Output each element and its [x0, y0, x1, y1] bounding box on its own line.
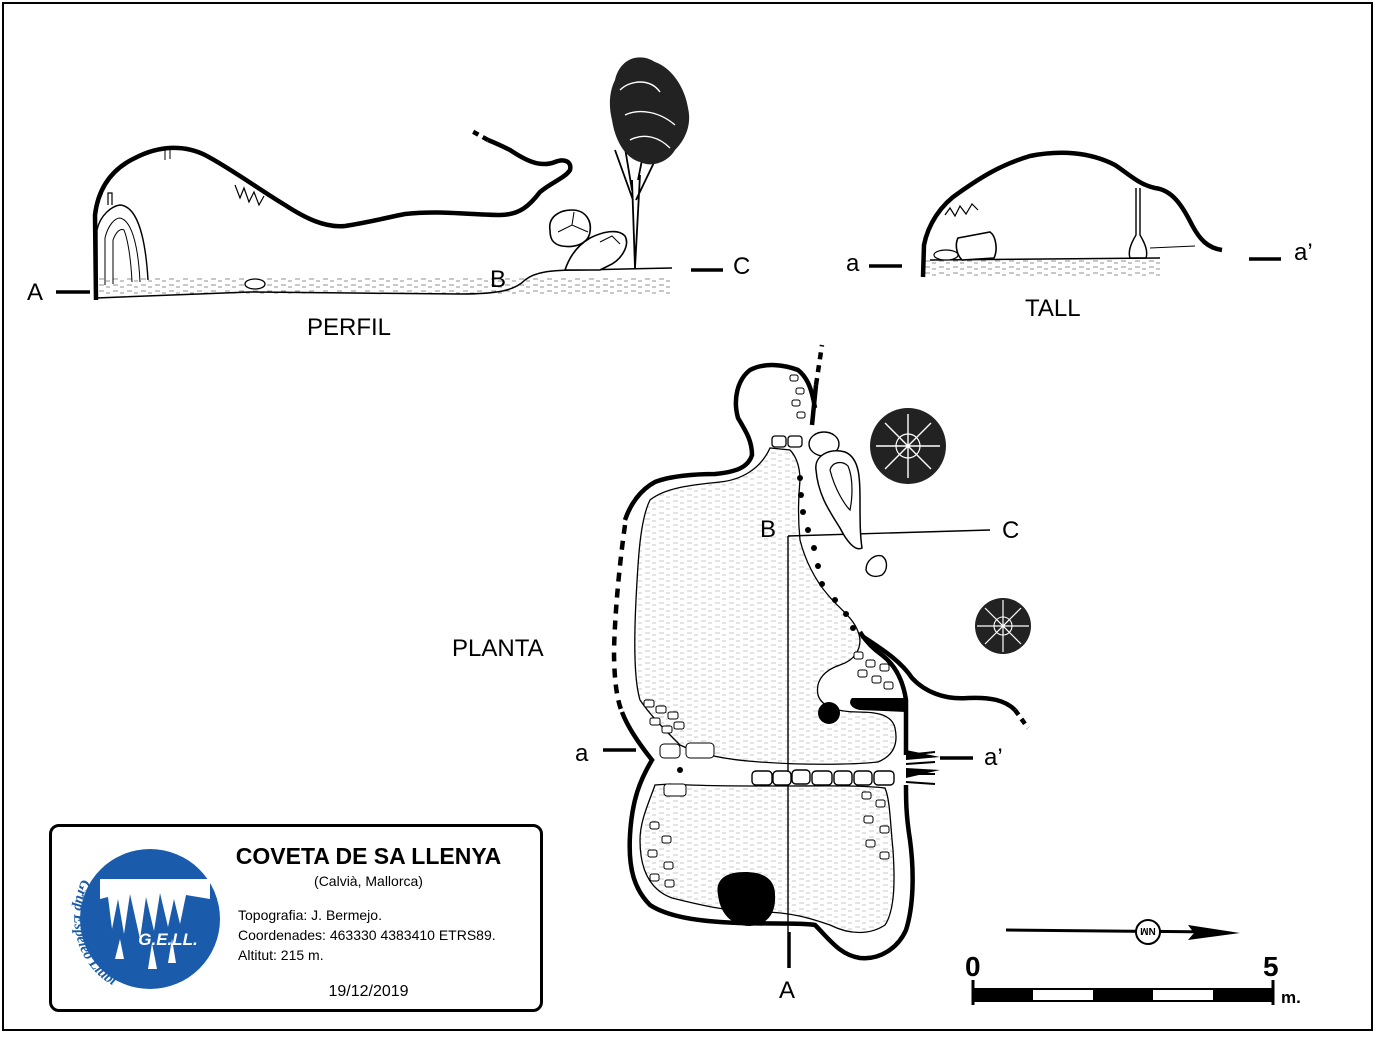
plan-title: PLANTA	[452, 635, 544, 662]
profile-label-C: C	[733, 253, 750, 280]
scale-unit: m.	[1281, 988, 1301, 1007]
coordinates: Coordenades: 463330 4383410 ETRS89.	[238, 927, 496, 943]
profile-label-B: B	[490, 266, 506, 293]
scale-start: 0	[965, 951, 981, 982]
profile-roof-outline	[92, 137, 573, 301]
profile-floor-line	[95, 267, 673, 299]
profile-boulder	[548, 209, 592, 248]
scale-end: 5	[1263, 951, 1279, 982]
north-arrow: NM	[1005, 919, 1240, 945]
profile-label-A: A	[27, 279, 43, 306]
plan-dotted-line	[677, 475, 856, 773]
plan-label-a-prime: a’	[984, 744, 1003, 771]
title-block: G.E.LL. Grup Espeleo Llubí COVETA DE SA …	[49, 824, 543, 1012]
tree-canopy-icon	[870, 408, 946, 484]
survey-date: 19/12/2019	[328, 983, 409, 1000]
cave-location: (Calvià, Mallorca)	[314, 873, 423, 889]
altitude: Altitut: 215 m.	[238, 947, 324, 963]
plan-outer-wall-dashed	[611, 524, 628, 713]
cross-section: a a’ TALL	[846, 150, 1313, 322]
profile-flowstone	[96, 204, 149, 285]
logo-acronym: G.E.LL.	[138, 930, 198, 949]
plan-section: B C a a’ A PLANTA	[452, 344, 1031, 1004]
survey-author: Topografia: J. Bermejo.	[238, 907, 382, 923]
gell-logo: G.E.LL. Grup Espeleo Llubí	[70, 849, 220, 990]
profile-dashed-roof	[468, 128, 490, 142]
cross-section-outline	[920, 150, 1223, 278]
cross-section-title: TALL	[1025, 295, 1081, 322]
scale-bar: 0 5 m.	[965, 951, 1301, 1007]
profile-title: PERFIL	[307, 314, 391, 341]
profile-section: A B C PERFIL	[27, 57, 750, 341]
tree-icon	[609, 57, 690, 269]
plan-outer-wall-left	[622, 362, 818, 521]
tree-canopy-icon	[975, 598, 1031, 654]
cave-title: COVETA DE SA LLENYA	[235, 843, 502, 869]
cross-section-label-a: a	[846, 250, 860, 277]
plan-label-C: C	[1002, 517, 1019, 544]
plan-outer-wall-lower	[619, 711, 915, 961]
cross-section-label-a-prime: a’	[1294, 239, 1313, 266]
plan-label-a: a	[575, 740, 589, 767]
profile-floor-hatching	[97, 276, 672, 296]
plan-label-A: A	[779, 977, 795, 1004]
north-arrow-label: NM	[1140, 925, 1156, 936]
plan-inner-floor	[634, 447, 897, 765]
plan-label-B: B	[760, 516, 776, 543]
